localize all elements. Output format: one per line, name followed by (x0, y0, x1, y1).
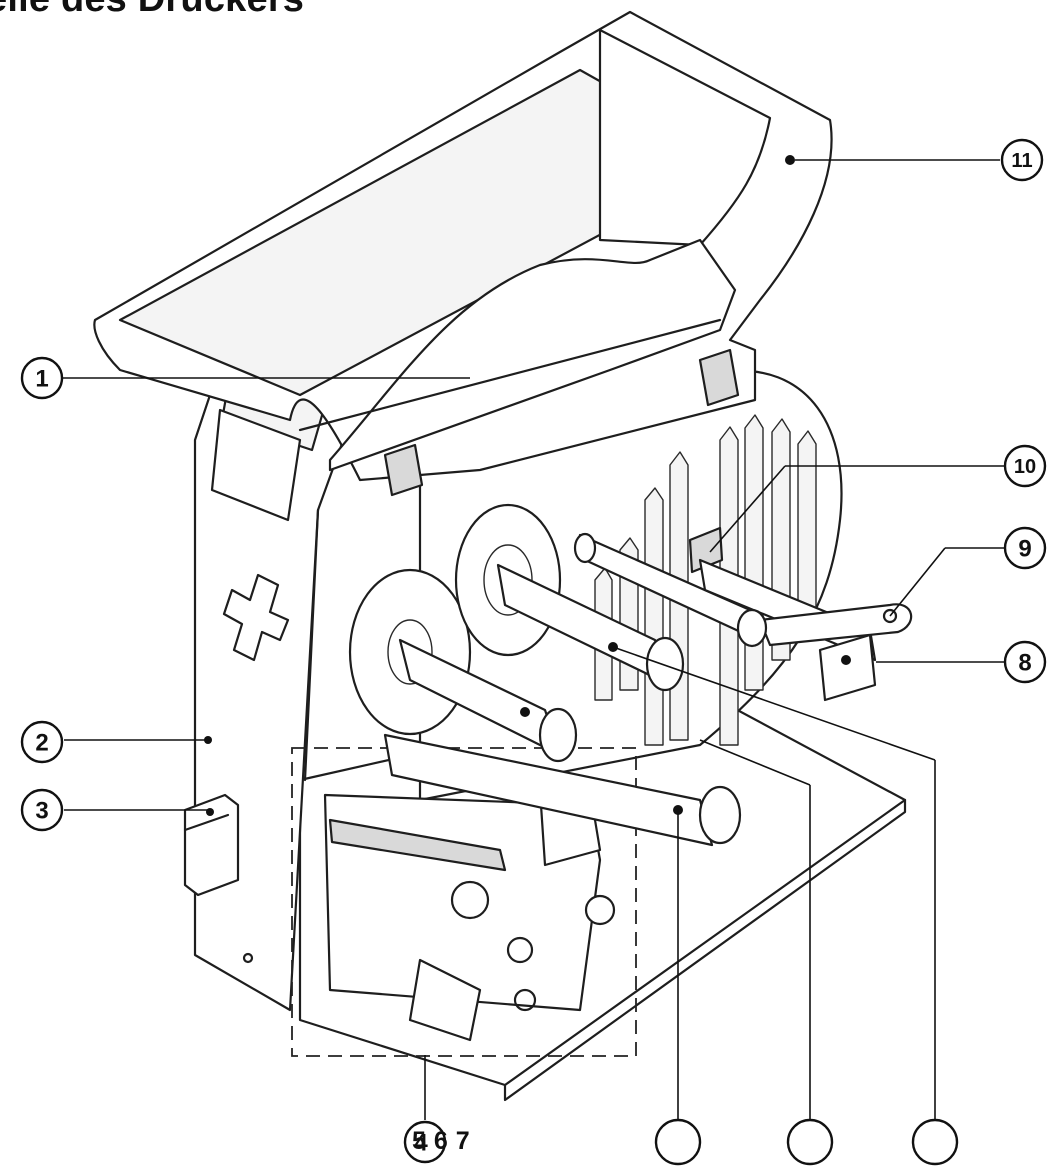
callout-9: 9 (1003, 526, 1047, 570)
power-switch (183, 793, 240, 897)
svg-text:3: 3 (35, 798, 48, 825)
svg-text:9: 9 (1018, 536, 1031, 563)
callout-4: 4 (403, 1120, 447, 1164)
svg-text:4: 4 (414, 1130, 428, 1157)
leader-lines (62, 159, 1005, 1120)
page-title: eile des Druckers (0, 0, 304, 21)
navigation-keypad (222, 573, 290, 662)
bottom-callout-numbers: 5 6 7 (412, 1127, 471, 1155)
svg-text:10: 10 (1014, 456, 1036, 478)
callout-2: 2 (20, 720, 64, 764)
rollers (348, 503, 913, 847)
callout-7 (911, 1118, 959, 1166)
top-cover (93, 10, 833, 497)
callout-8: 8 (1003, 640, 1047, 684)
callout-1: 1 (20, 356, 64, 400)
svg-text:1: 1 (35, 366, 48, 393)
svg-text:11: 11 (1011, 150, 1032, 172)
callout-11: 11 (1000, 138, 1044, 182)
callout-5 (654, 1118, 702, 1166)
svg-text:2: 2 (35, 730, 48, 757)
svg-text:8: 8 (1018, 650, 1031, 677)
callout-3: 3 (20, 788, 64, 832)
callout-6 (786, 1118, 834, 1166)
callout-10: 10 (1003, 444, 1047, 488)
